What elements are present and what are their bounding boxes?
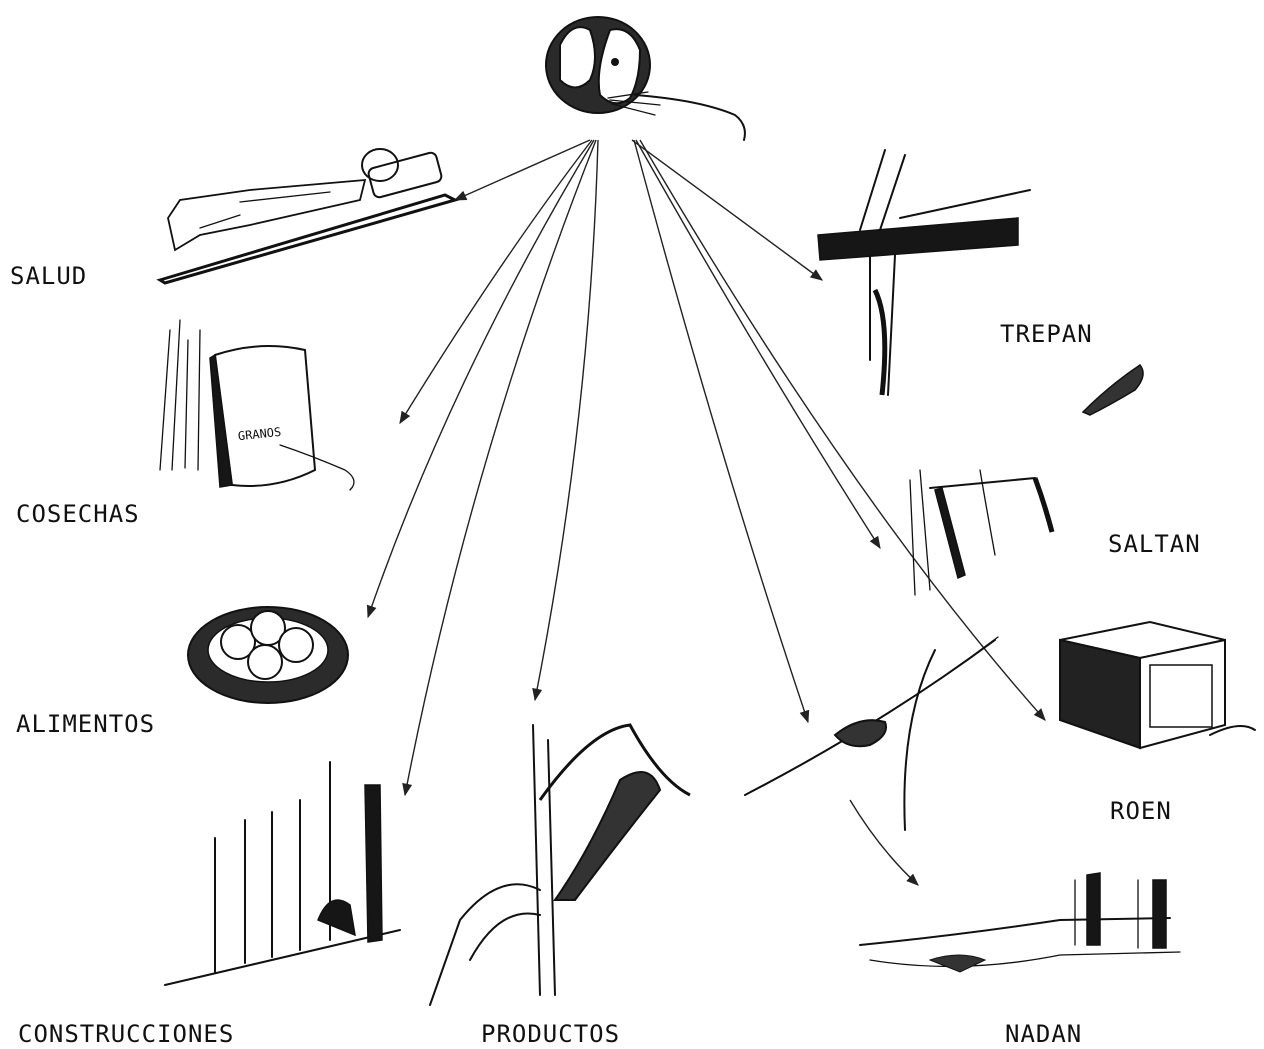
grain-sack-icon: GRANOS (159, 319, 355, 491)
label-productos: PRODUCTOS (481, 1020, 621, 1048)
sack-label: GRANOS (237, 425, 282, 443)
swimming-rat-icon (859, 872, 1181, 973)
jumping-rat-icon (909, 469, 1055, 596)
label-salud: SALUD (10, 262, 88, 290)
label-alimentos: ALIMENTOS (16, 710, 156, 738)
arrows (366, 139, 1046, 886)
label-cosechas: COSECHAS (16, 500, 140, 528)
label-roen: ROEN (1110, 797, 1172, 825)
gnawed-box-icon (1059, 620, 1256, 750)
label-saltan: SALTAN (1108, 530, 1201, 558)
small-jumping-rat-icon (1081, 363, 1144, 416)
label-nadan: NADAN (1005, 1020, 1083, 1048)
corn-plant-icon (429, 723, 691, 1006)
sick-person-icon (156, 148, 460, 285)
rat-head-icon (545, 16, 746, 141)
rope-rat-icon (744, 636, 999, 831)
damaged-wall-icon (164, 761, 401, 986)
food-bowl-icon (187, 606, 349, 704)
label-trepan: TREPAN (1000, 320, 1093, 348)
climbing-rat-icon (817, 149, 1031, 396)
label-construcciones: CONSTRUCCIONES (18, 1020, 235, 1048)
